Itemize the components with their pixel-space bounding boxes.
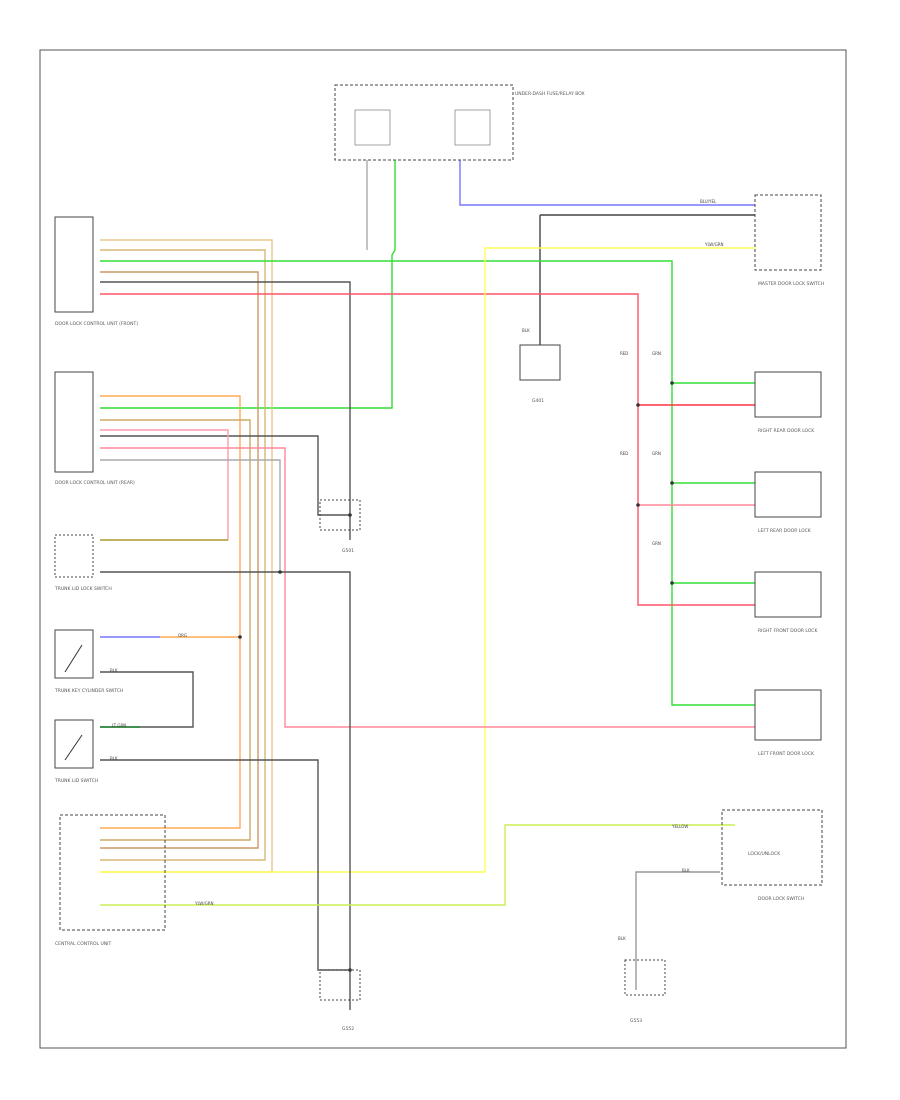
- wire-pink-2: [100, 429, 229, 540]
- wire-gray-1: [100, 459, 281, 570]
- door-lock-button-label: LOCK/UNLOCK: [748, 851, 781, 857]
- wire-fuse-blue: [459, 160, 755, 206]
- relay-top: G401: [519, 344, 561, 404]
- lbl-blk-4: BLK: [110, 668, 118, 673]
- master-switch: MASTER DOOR LOCK SWITCH: [754, 194, 824, 287]
- ground-g553: G553: [630, 1018, 642, 1024]
- wire-orange-1: [100, 395, 241, 829]
- left-front-label: LEFT FRONT DOOR LOCK: [758, 751, 815, 757]
- rear-control-unit: DOOR LOCK CONTROL UNIT (REAR): [54, 371, 135, 486]
- trunk-key-switch: TRUNK KEY CYLINDER SWITCH: [54, 629, 123, 694]
- lbl-yel-grn-bottom: YLW/GRN: [194, 901, 213, 906]
- wire-black-2: [100, 435, 350, 516]
- lbl-red-1: RED: [620, 351, 628, 356]
- wire-red-long: [100, 293, 755, 606]
- ground-g401: G401: [532, 398, 544, 404]
- trunk-lid-switch-label: TRUNK LID SWITCH: [54, 778, 98, 784]
- trunk-lid-switch: TRUNK LID SWITCH: [54, 719, 98, 784]
- wire-gray-2: [635, 871, 720, 990]
- diagram-frame: [39, 49, 847, 1049]
- lbl-ylw-grn: YLW/GRN: [704, 242, 723, 247]
- rear-control-label: DOOR LOCK CONTROL UNIT (REAR): [55, 480, 135, 486]
- right-front-door-lock: RIGHT FRONT DOOR LOCK: [754, 571, 822, 634]
- left-rear-door-lock: LEFT REAR DOOR LOCK: [754, 471, 822, 534]
- lbl-blk-5: BLK: [110, 756, 118, 761]
- lbl-org-1: ORG: [178, 633, 187, 638]
- master-switch-label: MASTER DOOR LOCK SWITCH: [758, 281, 824, 287]
- wire-black-3: [100, 571, 351, 1010]
- wire-black-4: [100, 671, 194, 728]
- central-unit-label: CENTRAL CONTROL UNIT: [55, 941, 111, 947]
- lbl-grn-2: GRN: [652, 451, 661, 456]
- relay-right: G553: [624, 959, 666, 1024]
- right-rear-label: RIGHT REAR DOOR LOCK: [758, 428, 815, 434]
- wire-fuse-green: [100, 160, 396, 409]
- wire-yellow-green: [100, 824, 735, 906]
- wire-yellow-feed: [100, 247, 755, 873]
- trunk-key-label: TRUNK KEY CYLINDER SWITCH: [54, 688, 123, 694]
- lbl-blk-2: BLK: [682, 868, 690, 873]
- fuse-box-label: UNDER-DASH FUSE/RELAY BOX: [515, 91, 585, 97]
- front-control-unit: DOOR LOCK CONTROL UNIT (FRONT): [54, 216, 138, 327]
- lbl-grn-3: GRN: [652, 541, 661, 546]
- wire-labels: BLU/YEL YLW/GRN GRN RED GRN RED GRN BLK …: [110, 199, 723, 941]
- wire-tan-3: [100, 271, 259, 849]
- fuse-box: UNDER-DASH FUSE/RELAY BOX: [334, 84, 585, 161]
- door-lock-switch: DOOR LOCK SWITCH LOCK/UNLOCK: [721, 809, 823, 902]
- central-control-unit: CENTRAL CONTROL UNIT: [55, 814, 166, 947]
- lbl-yellow: YELLOW: [671, 824, 688, 829]
- right-front-label: RIGHT FRONT DOOR LOCK: [758, 628, 818, 634]
- wire-black-1: [100, 281, 351, 540]
- wire-tan-2: [100, 249, 266, 861]
- front-control-label: DOOR LOCK CONTROL UNIT (FRONT): [55, 321, 138, 327]
- left-front-door-lock: LEFT FRONT DOOR LOCK: [754, 689, 822, 757]
- lbl-blk-1: BLK: [522, 328, 530, 333]
- lbl-blue-yel: BLU/YEL: [700, 199, 717, 204]
- ground-g552: G552: [342, 1026, 354, 1032]
- lbl-blk-3: BLK: [618, 936, 626, 941]
- lbl-grn-1: GRN: [652, 351, 661, 356]
- relay-mid: G501: [319, 499, 361, 554]
- trunk-lock-switch: TRUNK LID LOCK SWITCH: [54, 534, 112, 592]
- splice-points: [238, 381, 674, 972]
- wire-pink-1: [100, 447, 755, 728]
- right-rear-door-lock: RIGHT REAR DOOR LOCK: [754, 371, 822, 434]
- left-rear-label: LEFT REAR DOOR LOCK: [758, 528, 812, 534]
- wire-green-long: [100, 260, 755, 706]
- wire-tan-1: [100, 239, 273, 873]
- trunk-lock-label: TRUNK LID LOCK SWITCH: [54, 586, 112, 592]
- lbl-lt-grn: LT GRN: [112, 723, 126, 728]
- lbl-red-2: RED: [620, 451, 628, 456]
- wire-tan-4: [100, 419, 251, 841]
- wires: [100, 160, 755, 1010]
- relay-bottom: G552: [319, 969, 361, 1032]
- wire-black-5: [100, 759, 350, 971]
- door-lock-switch-label: DOOR LOCK SWITCH: [758, 896, 804, 902]
- ground-g501: G501: [342, 548, 354, 554]
